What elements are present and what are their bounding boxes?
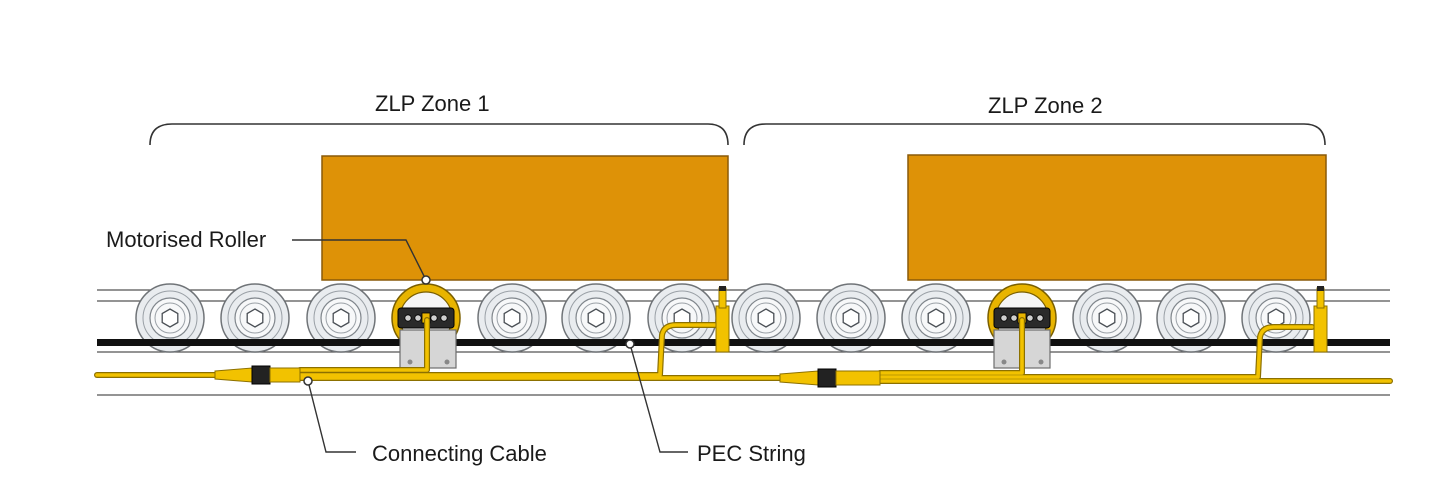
pec-string-leader xyxy=(629,343,688,453)
pec-sensor-zone-1 xyxy=(715,286,730,353)
pec-string-leader-dot xyxy=(625,339,635,349)
cable-connector-zone-1 xyxy=(214,365,301,385)
idler-roller xyxy=(306,283,376,353)
motorised-roller-leader xyxy=(292,239,427,281)
idler-roller xyxy=(477,283,547,353)
pec-sensor-zone-2 xyxy=(1313,286,1328,353)
idler-roller xyxy=(816,283,886,353)
carton-zone-2 xyxy=(907,154,1327,281)
idler-roller xyxy=(220,283,290,353)
idler-roller xyxy=(135,283,205,353)
idler-roller xyxy=(1072,283,1142,353)
carton-zone-1 xyxy=(321,155,729,281)
cable-connector-zone-2 xyxy=(779,368,881,388)
conveyor-rail xyxy=(97,339,1390,346)
connecting-cable-leader xyxy=(307,380,356,453)
zone-2-label: ZLP Zone 2 xyxy=(988,93,1103,118)
zone-1-label: ZLP Zone 1 xyxy=(375,91,490,116)
motorised-roller-label: Motorised Roller xyxy=(106,227,267,252)
zone-1-brace xyxy=(149,123,729,146)
connecting-cable-label: Connecting Cable xyxy=(372,441,547,466)
motorised-roller-leader-dot xyxy=(421,275,431,285)
idler-roller xyxy=(901,283,971,353)
idler-roller xyxy=(561,283,631,353)
connecting-cable-leader-dot xyxy=(303,376,313,386)
pec-string-label: PEC String xyxy=(697,441,806,466)
zone-2-brace xyxy=(743,123,1326,146)
